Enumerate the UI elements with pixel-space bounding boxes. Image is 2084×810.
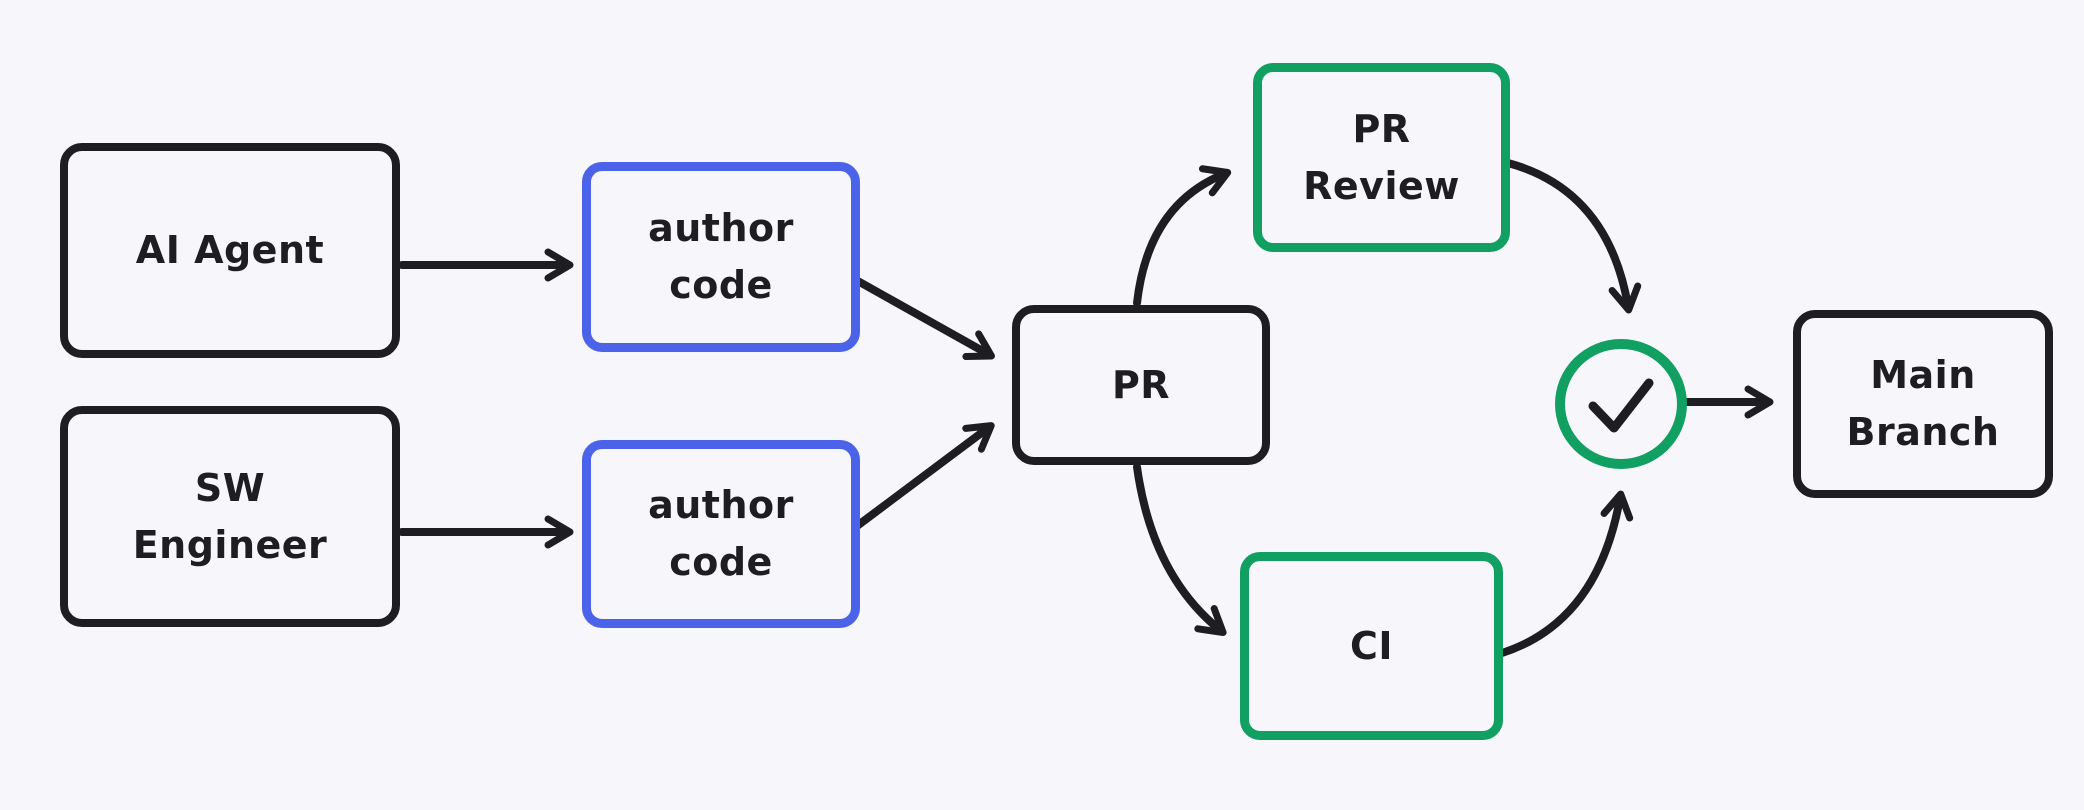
node-label-line2: Branch [1846, 410, 2000, 454]
node-main-branch: Main Branch [1793, 310, 2053, 498]
edge-pr-to-pr-review [1133, 165, 1232, 307]
edge-author-code-bottom-to-pr [853, 422, 995, 530]
node-sw-engineer: SW Engineer [60, 406, 400, 627]
node-author-code-bottom: author code [582, 440, 860, 628]
node-ci: CI [1240, 552, 1503, 740]
node-approved-check [1555, 339, 1687, 469]
node-label-line1: Main [1870, 353, 1976, 397]
node-label-line2: code [669, 540, 773, 584]
node-label-line1: author [648, 206, 794, 250]
edge-pr-to-ci [1133, 463, 1227, 637]
node-pr: PR [1012, 305, 1270, 465]
node-label-line1: author [648, 483, 794, 527]
node-label-line2: code [669, 263, 773, 307]
node-label: AI Agent [135, 228, 325, 272]
node-label-line1: PR [1352, 106, 1411, 151]
edge-ci-to-check [1498, 490, 1634, 657]
edge-author-code-top-to-pr [852, 276, 995, 361]
node-label: CI [1349, 623, 1394, 668]
node-ai-agent: AI Agent [60, 143, 400, 358]
node-pr-review: PR Review [1253, 63, 1510, 252]
edge-pr-review-to-check [1504, 159, 1642, 314]
node-label-line2: Review [1303, 163, 1460, 208]
node-label-line1: SW [194, 465, 266, 510]
node-author-code-top: author code [582, 162, 860, 352]
node-label-line2: Engineer [132, 522, 328, 567]
node-label: PR [1111, 362, 1171, 407]
